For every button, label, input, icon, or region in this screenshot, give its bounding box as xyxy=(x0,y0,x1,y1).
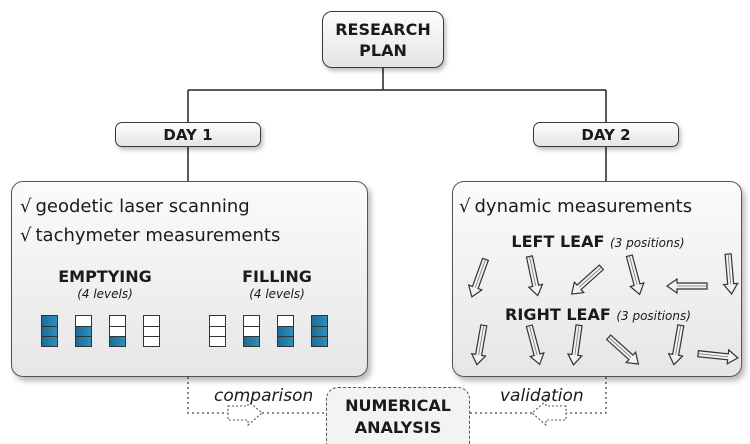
tank-divider xyxy=(210,325,225,328)
check-text: tachymeter measurements xyxy=(35,225,281,246)
right-leaf-arrow-icon xyxy=(666,323,689,367)
day1-label: DAY 1 xyxy=(163,125,213,144)
numerical-analysis-line1: NUMERICAL xyxy=(345,396,451,415)
tank-divider xyxy=(110,325,125,328)
emptying-tank-icon xyxy=(143,315,160,347)
left-leaf-arrow-icon xyxy=(666,278,708,294)
water-fill xyxy=(42,316,57,346)
water-fill xyxy=(312,316,327,346)
filling-tank-group xyxy=(209,315,339,349)
validation-connector xyxy=(470,377,607,414)
left-leaf-arrow-icon xyxy=(720,252,740,296)
left-leaf-label: LEFT LEAF xyxy=(511,232,605,251)
comparison-connector xyxy=(187,377,326,414)
tank-divider xyxy=(144,335,159,338)
day2-panel: √dynamic measurements LEFT LEAF (3 posit… xyxy=(452,181,742,377)
day1-node: DAY 1 xyxy=(115,122,261,147)
validation-arrow-icon xyxy=(531,399,567,427)
right-leaf-arrow-icon xyxy=(469,323,492,367)
tank-divider xyxy=(76,335,91,338)
validation-label: validation xyxy=(500,386,584,406)
numerical-analysis-node: NUMERICAL ANALYSIS xyxy=(326,387,470,444)
right-leaf-label: RIGHT LEAF xyxy=(505,305,611,324)
filling-tank-icon xyxy=(277,315,294,347)
comparison-arrow-icon xyxy=(227,399,263,427)
day2-check-1: √dynamic measurements xyxy=(459,196,692,217)
day2-label: DAY 2 xyxy=(581,125,631,144)
tank-divider xyxy=(210,335,225,338)
tank-divider xyxy=(42,335,57,338)
water-fill xyxy=(244,336,259,346)
tank-divider xyxy=(110,335,125,338)
day1-check-1: √geodetic laser scanning xyxy=(20,196,250,217)
day2-node: DAY 2 xyxy=(533,122,679,147)
research-plan-line2: PLAN xyxy=(359,40,407,60)
emptying-subtitle: (4 levels) xyxy=(77,287,133,301)
filling-subtitle: (4 levels) xyxy=(249,287,305,301)
tank-divider xyxy=(76,325,91,328)
right-leaf-arrow-icon xyxy=(521,323,548,367)
filling-tank-icon xyxy=(243,315,260,347)
check-text: geodetic laser scanning xyxy=(35,196,250,217)
check-icon: √ xyxy=(20,196,32,217)
tank-divider xyxy=(312,335,327,338)
filling-tank-icon xyxy=(209,315,226,347)
left-leaf-positions: (3 positions) xyxy=(609,236,685,250)
tank-divider xyxy=(144,325,159,328)
emptying-tank-icon xyxy=(109,315,126,347)
emptying-title: EMPTYING xyxy=(58,267,152,286)
left-leaf-arrow-icon xyxy=(566,261,607,300)
right-leaf-title: RIGHT LEAF (3 positions) xyxy=(453,305,743,324)
comparison-label: comparison xyxy=(214,386,314,406)
left-leaf-arrow-icon xyxy=(464,256,493,300)
left-leaf-arrow-icon xyxy=(621,253,648,297)
left-leaf-arrow-icon xyxy=(521,254,546,298)
right-leaf-arrow-icon xyxy=(565,323,587,367)
emptying-tank-group xyxy=(41,315,171,349)
emptying-tank-icon xyxy=(75,315,92,347)
tank-divider xyxy=(244,335,259,338)
tank-divider xyxy=(312,325,327,328)
day1-check-2: √tachymeter measurements xyxy=(20,225,280,246)
tank-divider xyxy=(244,325,259,328)
tank-divider xyxy=(278,325,293,328)
research-plan-line1: RESEARCH xyxy=(335,19,431,39)
day1-panel: √geodetic laser scanning √tachymeter mea… xyxy=(11,181,368,377)
research-plan-node: RESEARCH PLAN xyxy=(322,11,444,68)
tank-divider xyxy=(278,335,293,338)
filling-tank-icon xyxy=(311,315,328,347)
tank-divider xyxy=(42,325,57,328)
right-leaf-arrow-icon xyxy=(603,331,644,370)
emptying-tank-icon xyxy=(41,315,58,347)
right-leaf-positions: (3 positions) xyxy=(616,309,691,323)
filling-title: FILLING xyxy=(242,267,312,286)
leaf-positions-graphic xyxy=(464,252,740,370)
check-icon: √ xyxy=(20,225,32,246)
check-text: dynamic measurements xyxy=(474,196,693,217)
left-leaf-title: LEFT LEAF (3 positions) xyxy=(453,232,743,251)
numerical-analysis-line2: ANALYSIS xyxy=(354,418,442,437)
check-icon: √ xyxy=(459,196,471,217)
right-leaf-arrow-icon xyxy=(696,346,740,366)
water-fill xyxy=(110,336,125,346)
